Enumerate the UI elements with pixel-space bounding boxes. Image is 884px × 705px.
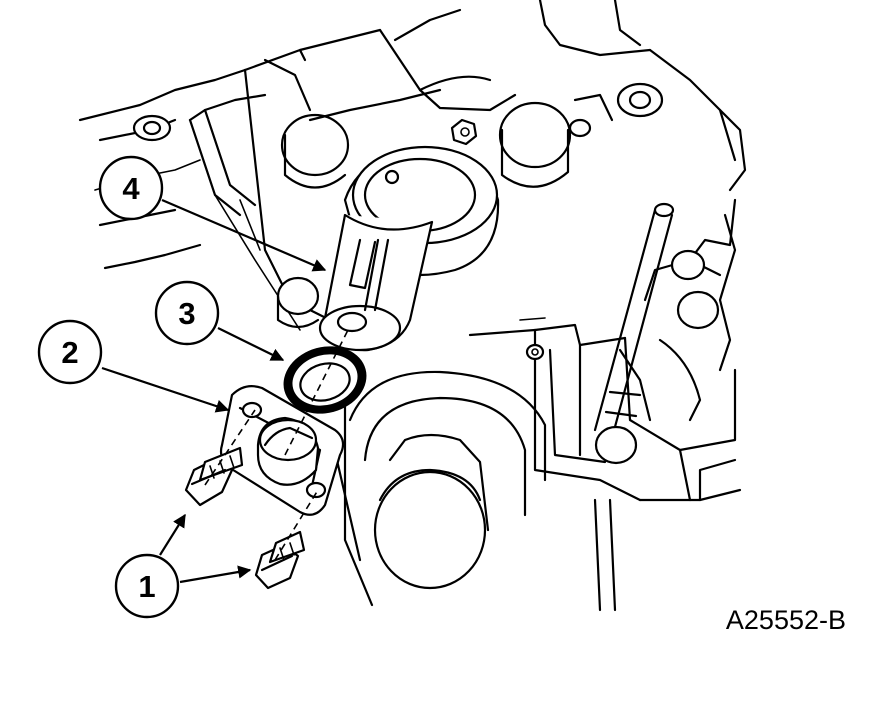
- callout-2-label: 2: [61, 335, 78, 370]
- callout-1: 1: [114, 553, 180, 619]
- crankshaft-snout: [348, 370, 547, 590]
- boss-row-upper: [280, 93, 614, 189]
- part-2-cover-plate: [219, 385, 345, 516]
- right-bracket: [525, 198, 742, 502]
- hole-mid-left: [276, 276, 320, 329]
- part-1-bolt-lower: [254, 530, 306, 590]
- callout-4: 4: [98, 155, 164, 221]
- callout-2: 2: [37, 319, 103, 385]
- bolt-top-right: [616, 82, 664, 118]
- bolt-top-center: [450, 118, 478, 146]
- assembly-centerlines: [204, 329, 349, 561]
- part-1-bolt-upper: [184, 446, 244, 507]
- part-4-drive-shaft: [318, 145, 500, 352]
- callout-3-label: 3: [178, 296, 195, 331]
- reference-code: A25552-B: [726, 605, 846, 635]
- callout-1-label: 1: [138, 569, 155, 604]
- leader-lines: [101, 198, 327, 584]
- guide-rod: [593, 202, 675, 465]
- boss-top-left: [132, 114, 172, 142]
- callout-4-label: 4: [122, 171, 140, 206]
- engine-block: [78, 0, 747, 612]
- callout-3: 3: [154, 280, 220, 346]
- part-3-seal: [283, 346, 367, 414]
